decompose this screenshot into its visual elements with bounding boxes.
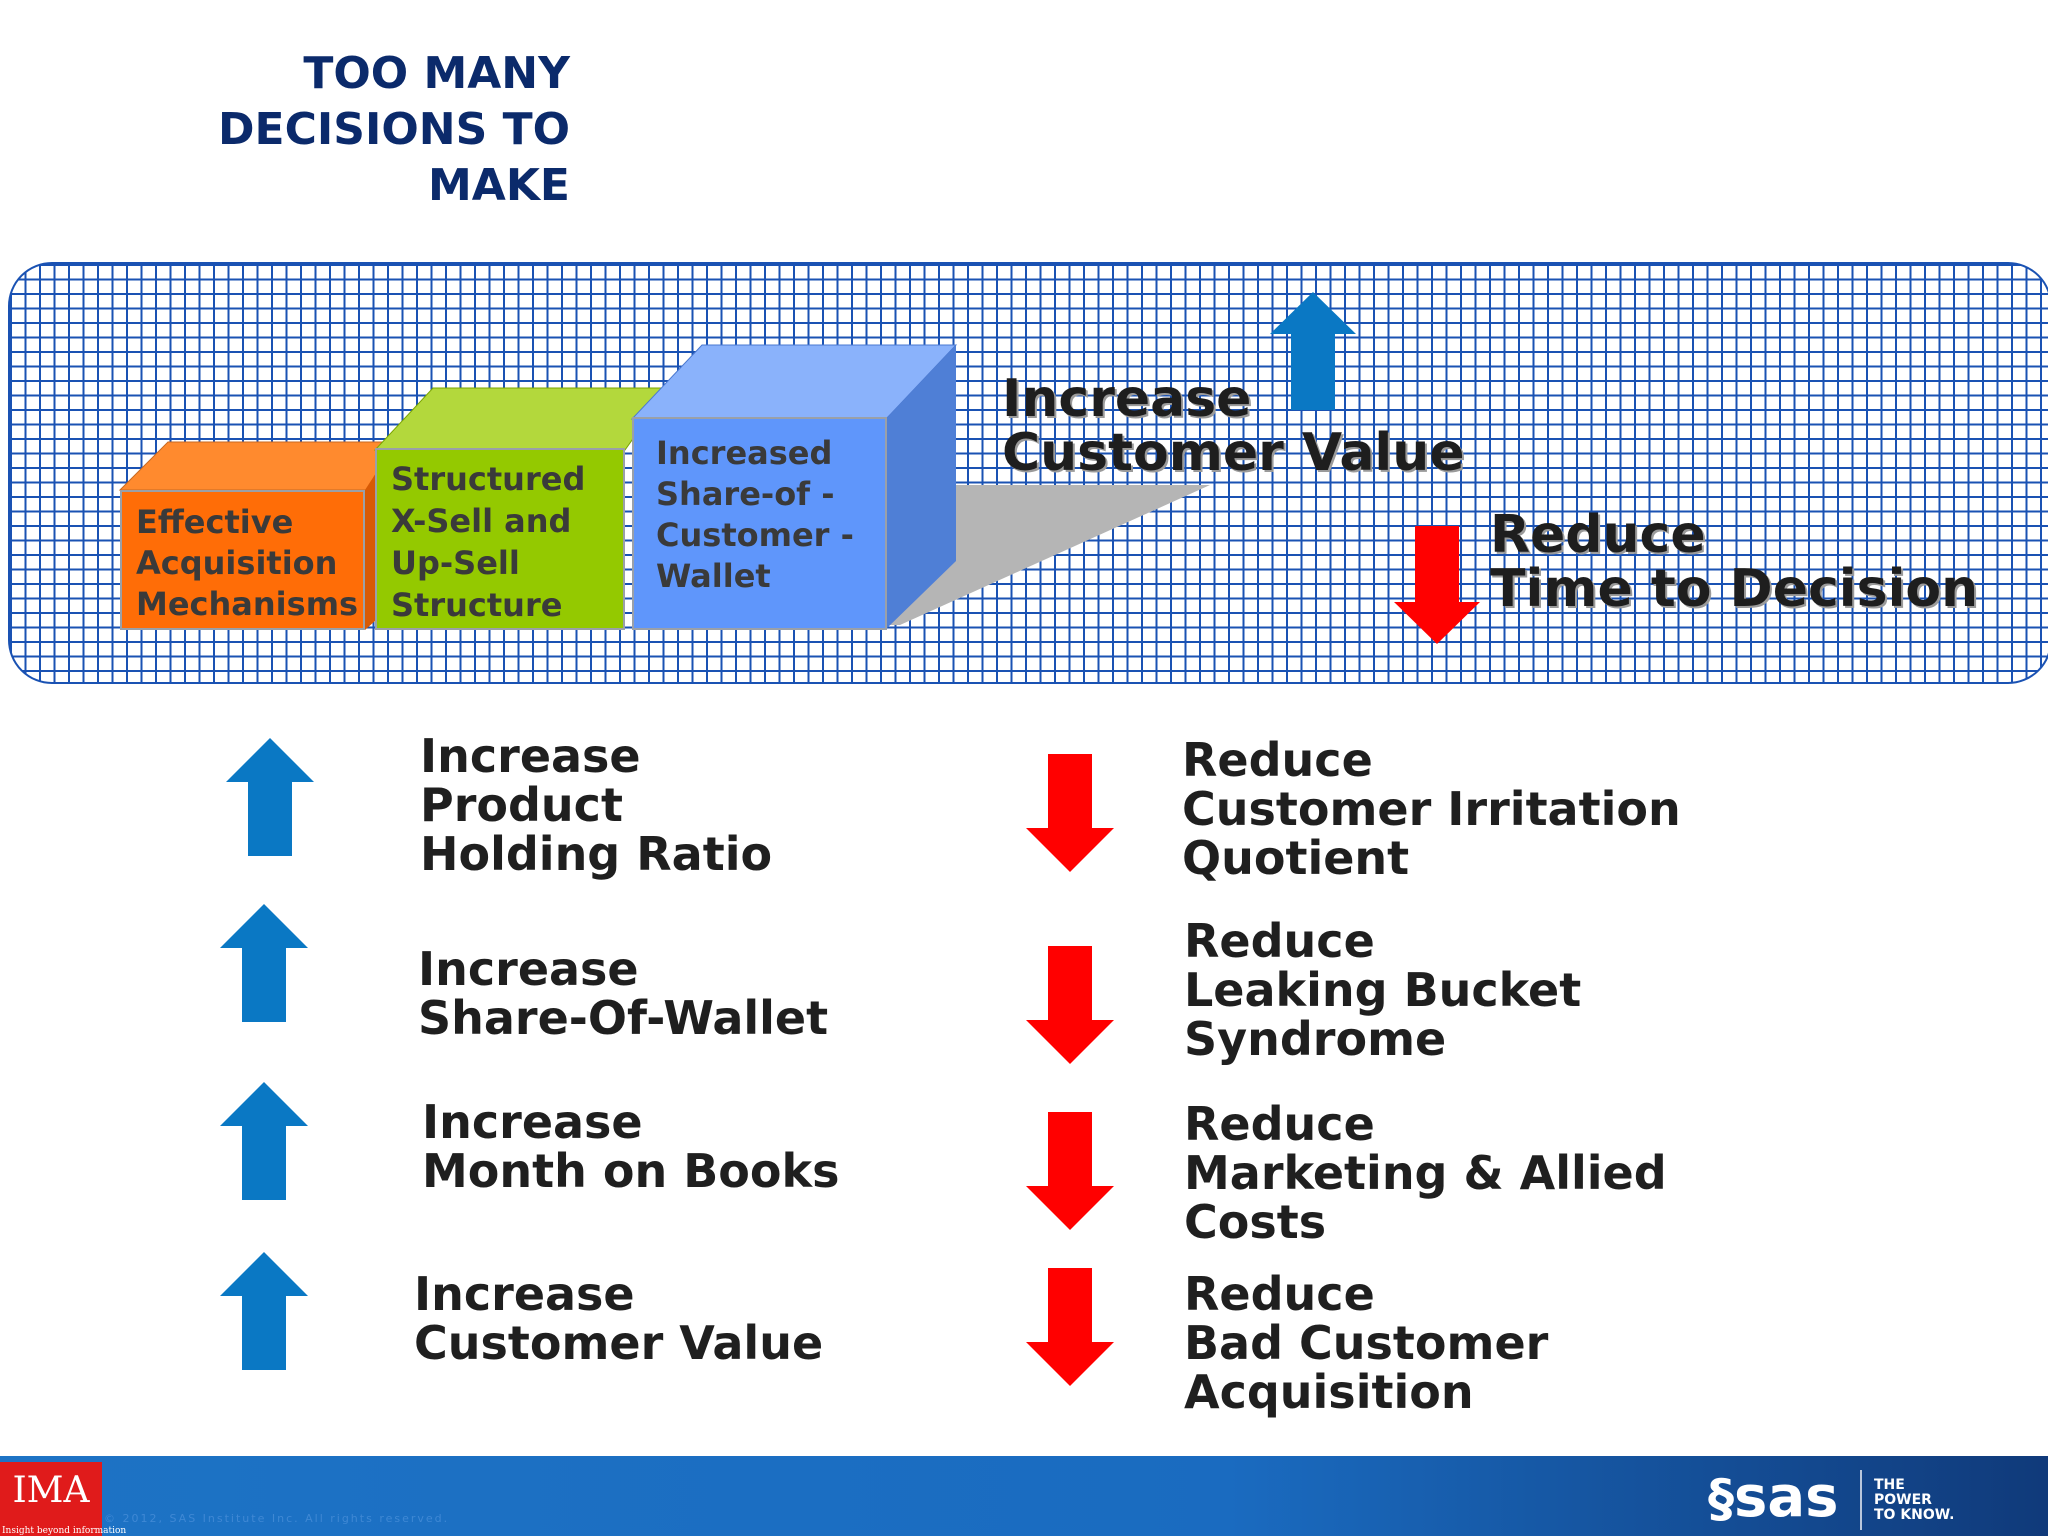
blue-block-side bbox=[886, 345, 956, 629]
block-line: Increased bbox=[656, 434, 833, 472]
headline-line: Customer Value bbox=[1002, 423, 1465, 483]
row-line: Increase bbox=[414, 1267, 635, 1321]
arrow-down-icon bbox=[1026, 946, 1114, 1064]
footer-bar bbox=[0, 1456, 2048, 1536]
sas-tagline-line: POWER bbox=[1874, 1492, 1932, 1508]
reduce-bad-customer-acquisition: Reduce Bad Customer Acquisition bbox=[1184, 1270, 1548, 1417]
sas-divider bbox=[1860, 1470, 1862, 1530]
block-line: Share-of - bbox=[656, 475, 835, 513]
block-line: Effective bbox=[136, 503, 294, 541]
row-line: Customer Irritation bbox=[1182, 782, 1681, 836]
ima-tagline: Insight beyond information bbox=[2, 1526, 127, 1536]
arrow-up-icon bbox=[1270, 292, 1356, 410]
title-line: TOO MANY bbox=[303, 48, 570, 99]
increase-product-holding-ratio: Increase Product Holding Ratio bbox=[420, 732, 772, 879]
title-line: DECISIONS TO bbox=[218, 104, 570, 155]
row-line: Share-Of-Wallet bbox=[418, 991, 829, 1045]
sas-s-icon: § bbox=[1708, 1469, 1734, 1529]
row-line: Quotient bbox=[1182, 831, 1410, 885]
row-line: Reduce bbox=[1182, 733, 1373, 787]
increase-month-on-books: Increase Month on Books bbox=[422, 1098, 839, 1196]
reduce-customer-irritation: Reduce Customer Irritation Quotient bbox=[1182, 736, 1681, 883]
sas-tagline: THE POWER TO KNOW. bbox=[1874, 1478, 1954, 1523]
arrow-down-icon bbox=[1026, 1268, 1114, 1386]
row-line: Increase bbox=[418, 942, 639, 996]
green-block-top bbox=[373, 387, 670, 451]
headline-line: Time to Decision bbox=[1490, 559, 1979, 619]
block-shadow bbox=[880, 485, 1210, 625]
copyright-text: © 2012, SAS Institute Inc. All rights re… bbox=[104, 1512, 450, 1525]
arrow-up-icon bbox=[220, 904, 308, 1022]
row-line: Month on Books bbox=[422, 1144, 840, 1198]
row-line: Leaking Bucket bbox=[1184, 963, 1582, 1017]
block-increased-share: Increased Share-of - Customer - Wallet bbox=[632, 417, 887, 630]
block-structured-xsell: Structured X-Sell and Up-Sell Structure bbox=[375, 448, 625, 630]
row-line: Holding Ratio bbox=[420, 827, 773, 881]
sas-logo: §sas bbox=[1708, 1465, 1839, 1530]
block-line: Acquisition bbox=[136, 544, 338, 582]
arrow-down-icon bbox=[1026, 754, 1114, 872]
row-line: Reduce bbox=[1184, 914, 1375, 968]
headline-increase-customer-value: Increase Customer Value bbox=[1002, 372, 1465, 480]
title-line: MAKE bbox=[428, 160, 570, 211]
block-effective-acquisition: Effective Acquisition Mechanisms bbox=[120, 490, 365, 630]
arrow-down-icon bbox=[1394, 526, 1480, 644]
block-line: Structure bbox=[391, 586, 563, 624]
headline-reduce-time-to-decision: Reduce Time to Decision bbox=[1490, 508, 1978, 616]
reduce-marketing-costs: Reduce Marketing & Allied Costs bbox=[1184, 1100, 1667, 1247]
row-line: Increase bbox=[422, 1095, 643, 1149]
ima-logo: IMA bbox=[0, 1462, 102, 1536]
sas-tagline-line: THE bbox=[1874, 1477, 1905, 1493]
row-line: Syndrome bbox=[1184, 1012, 1447, 1066]
row-line: Acquisition bbox=[1184, 1365, 1474, 1419]
headline-line: Increase bbox=[1002, 369, 1252, 429]
arrow-up-icon bbox=[220, 1252, 308, 1370]
arrow-up-icon bbox=[226, 738, 314, 856]
orange-block-top bbox=[118, 441, 395, 491]
row-line: Marketing & Allied bbox=[1184, 1146, 1667, 1200]
row-line: Increase bbox=[420, 729, 641, 783]
block-line: Up-Sell bbox=[391, 544, 520, 582]
block-line: Structured bbox=[391, 460, 586, 498]
row-line: Customer Value bbox=[414, 1316, 824, 1370]
reduce-leaking-bucket: Reduce Leaking Bucket Syndrome bbox=[1184, 917, 1581, 1064]
block-line: Wallet bbox=[656, 557, 771, 595]
headline-line: Reduce bbox=[1490, 505, 1706, 565]
row-line: Reduce bbox=[1184, 1097, 1375, 1151]
row-line: Product bbox=[420, 778, 623, 832]
sas-logo-text: sas bbox=[1734, 1465, 1839, 1530]
block-line: X-Sell and bbox=[391, 502, 572, 540]
increase-customer-value: Increase Customer Value bbox=[414, 1270, 823, 1368]
arrow-up-icon bbox=[220, 1082, 308, 1200]
row-line: Bad Customer bbox=[1184, 1316, 1549, 1370]
row-line: Costs bbox=[1184, 1195, 1327, 1249]
block-line: Mechanisms bbox=[136, 585, 359, 623]
increase-share-of-wallet: Increase Share-Of-Wallet bbox=[418, 945, 828, 1043]
row-line: Reduce bbox=[1184, 1267, 1375, 1321]
block-line: Customer - bbox=[656, 516, 854, 554]
slide-title: TOO MANY DECISIONS TO MAKE bbox=[150, 46, 570, 214]
arrow-down-icon bbox=[1026, 1112, 1114, 1230]
sas-tagline-line: TO KNOW. bbox=[1874, 1507, 1955, 1523]
